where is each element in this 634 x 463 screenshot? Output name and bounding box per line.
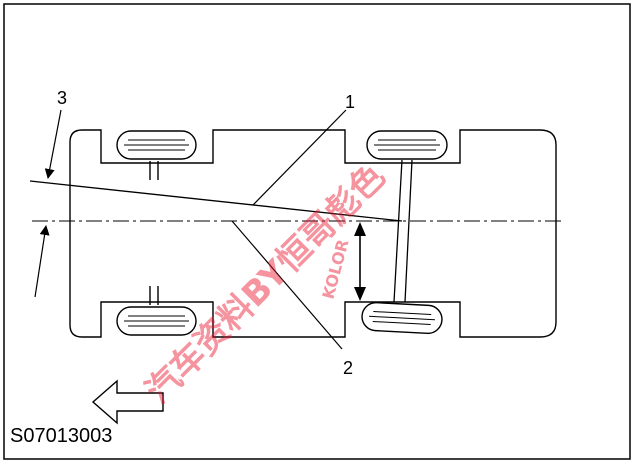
figure-frame <box>3 3 631 460</box>
angle-arrows <box>34 109 62 298</box>
vehicle-body-outline <box>69 129 557 338</box>
leader-line-2 <box>231 220 343 350</box>
front-right-wheel <box>361 301 443 335</box>
front-axle-link <box>393 159 413 303</box>
leader-line-1 <box>252 109 347 206</box>
callout-2: 2 <box>343 358 353 378</box>
double-arrow-icon <box>354 222 366 301</box>
callout-3: 3 <box>57 88 67 108</box>
thrust-line <box>29 180 403 222</box>
callout-1: 1 <box>345 92 355 112</box>
rear-left-wheel <box>116 130 197 180</box>
front-left-wheel <box>366 130 448 160</box>
rear-right-wheel <box>116 286 197 336</box>
hollow-arrow-left-icon <box>91 379 164 425</box>
figure-code: S07013003 <box>10 425 112 447</box>
